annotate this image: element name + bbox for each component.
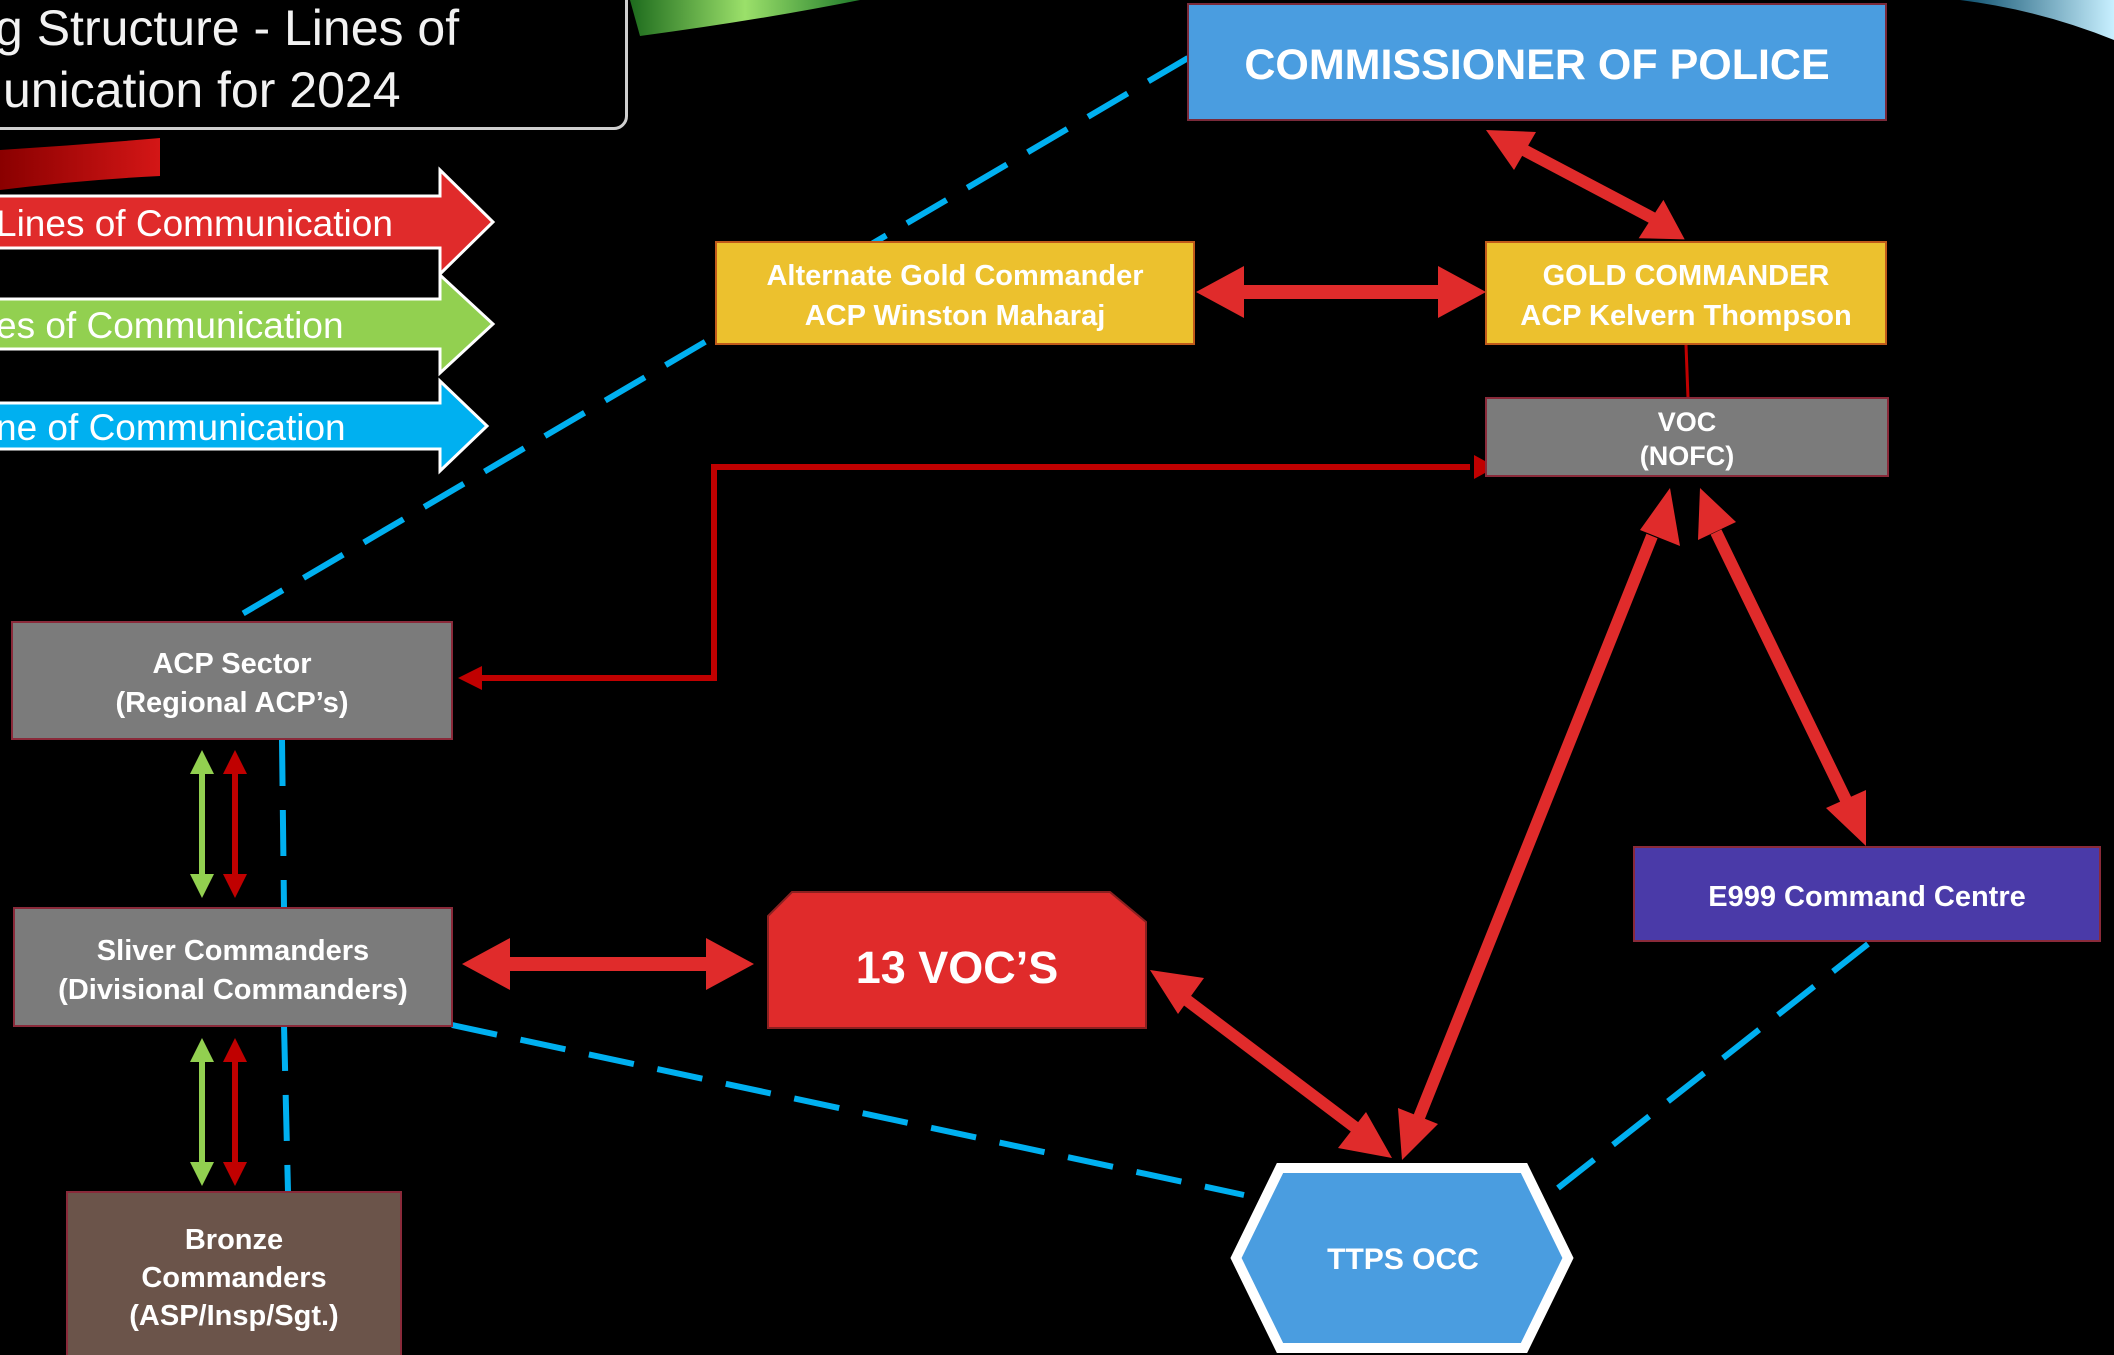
box-commissioner: COMMISSIONER OF POLICE (1187, 3, 1887, 121)
gold-line1: GOLD COMMANDER (1543, 260, 1830, 292)
line-voc-acp-sector (478, 464, 1470, 681)
legend-blue-label: ne of Communication (0, 407, 346, 448)
box-bronze-commanders: Bronze Commanders (ASP/Insp/Sgt.) (66, 1191, 402, 1355)
bronze-line3: (ASP/Insp/Sgt.) (129, 1300, 338, 1332)
legend-red-label: Lines of Communication (0, 203, 393, 244)
box-ttps-occ: TTPS OCC (1230, 1163, 1574, 1353)
legend-red-arrow: Lines of Communication (0, 166, 496, 278)
e999-label: E999 Command Centre (1708, 881, 2026, 913)
legend-green-arrow: es of Communication (0, 271, 496, 377)
legend-green-label: es of Communication (0, 305, 344, 346)
arrow-altgold-gold (1196, 266, 1486, 318)
arrow-silver-13vocs (462, 938, 754, 990)
dashed-line-silver-bronze (281, 1024, 291, 1193)
red-swoosh-decoration (0, 138, 160, 190)
silver-line1: Sliver Commanders (97, 935, 369, 967)
arrowhead-to-acp-sector (458, 666, 482, 690)
arrow-voc-e999 (1698, 488, 1866, 846)
bronze-line1: Bronze (185, 1224, 283, 1256)
top-swoosh-decoration (630, 0, 860, 36)
acp-sector-line1: ACP Sector (152, 648, 311, 680)
line-gold-voc (1684, 344, 1690, 399)
left-arrows-silver-bronze (190, 1038, 247, 1186)
box-13-vocs: 13 VOC’S (767, 891, 1147, 1029)
title-line-2: unication for 2024 (3, 62, 401, 118)
alt-gold-line2: ACP Winston Maharaj (805, 300, 1106, 332)
arrow-voc-ttps (1398, 488, 1680, 1160)
box-silver-commanders: Sliver Commanders (Divisional Commanders… (13, 907, 453, 1027)
gold-line2: ACP Kelvern Thompson (1520, 300, 1851, 332)
box-gold-commander: GOLD COMMANDER ACP Kelvern Thompson (1485, 241, 1887, 345)
voc-line2: (NOFC) (1640, 441, 1734, 471)
dashed-line-silver-ttps (451, 1022, 1245, 1198)
box-voc: VOC (NOFC) (1485, 397, 1889, 477)
acp-sector-line2: (Regional ACP’s) (115, 687, 348, 719)
arrow-13vocs-ttps (1150, 970, 1392, 1158)
dashed-line-commissioner-acp (230, 55, 1190, 623)
alt-gold-line1: Alternate Gold Commander (766, 260, 1143, 292)
arrow-commissioner-gold (1486, 130, 1685, 240)
ttps-occ-label: TTPS OCC (1327, 1243, 1479, 1276)
dashed-line-acp-silver (279, 739, 287, 909)
voc-line1: VOC (1658, 407, 1717, 437)
box-alternate-gold-commander: Alternate Gold Commander ACP Winston Mah… (715, 241, 1195, 345)
commissioner-label: COMMISSIONER OF POLICE (1244, 41, 1829, 89)
left-arrows-acp-silver (190, 750, 247, 898)
right-swoosh-decoration (1960, 0, 2114, 40)
legend-blue-arrow: ne of Communication (0, 377, 490, 475)
bronze-line2: Commanders (141, 1262, 326, 1294)
dashed-line-ttps-e999 (1556, 941, 1870, 1191)
vocs13-label: 13 VOC’S (856, 942, 1059, 993)
box-acp-sector: ACP Sector (Regional ACP’s) (11, 621, 453, 740)
box-e999-command-centre: E999 Command Centre (1633, 846, 2101, 942)
title-box: g Structure - Lines of unication for 202… (0, 0, 628, 130)
silver-line2: (Divisional Commanders) (58, 974, 408, 1006)
title-line-1: g Structure - Lines of (0, 0, 460, 56)
